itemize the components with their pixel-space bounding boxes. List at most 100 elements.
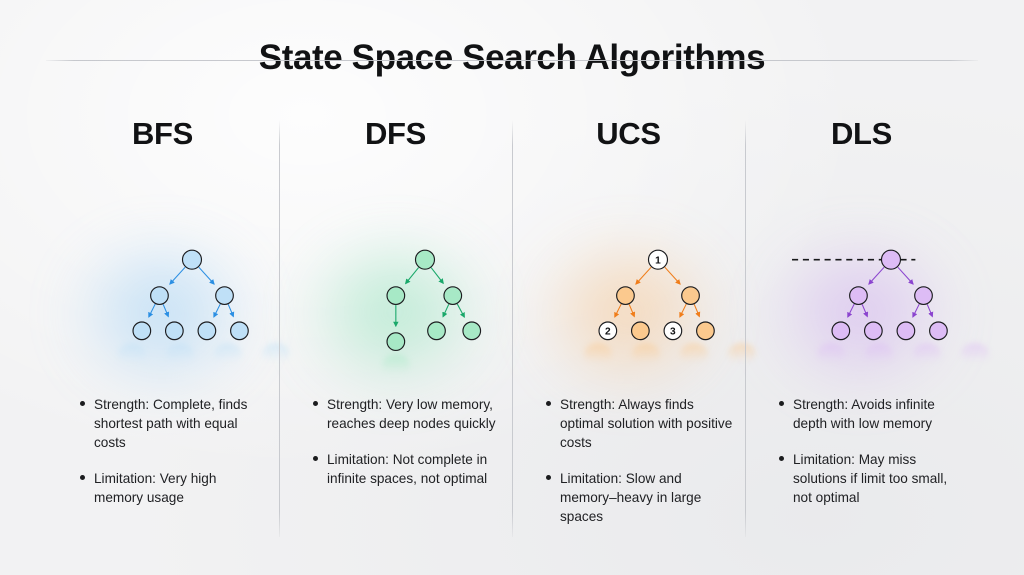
bullet-dot-icon xyxy=(546,475,551,480)
tree-edge xyxy=(148,303,156,318)
tree-node xyxy=(164,321,184,341)
bullet-dot-icon xyxy=(546,401,551,406)
algorithm-column-bfs: BFS Strength: Complete, finds shortest pa… xyxy=(46,112,290,537)
tree-node xyxy=(616,286,635,305)
tree-edge xyxy=(693,304,701,318)
bullet-dot-icon xyxy=(80,475,85,480)
column-header-bfs: BFS xyxy=(131,116,194,151)
bullet-list-bfs: Strength: Complete, finds shortest path … xyxy=(46,395,279,507)
algorithm-columns: BFS Strength: Complete, finds shortest pa… xyxy=(46,112,989,537)
tree-node-3: 3 xyxy=(663,321,683,341)
tree-svg xyxy=(792,249,948,341)
tree-svg xyxy=(132,249,249,341)
tree-edge xyxy=(861,304,869,318)
node-label: 3 xyxy=(670,327,676,338)
page-title: State Space Search Algorithms xyxy=(258,38,766,77)
bullet-dot-icon xyxy=(80,401,85,406)
list-item: Limitation: May miss solutions if limit … xyxy=(779,450,968,507)
bullet-dot-icon xyxy=(313,401,318,406)
bullet-text: Limitation: May miss solutions if limit … xyxy=(793,452,948,505)
tree-node xyxy=(414,249,436,270)
bullet-dot-icon xyxy=(779,401,784,406)
tree-edge xyxy=(628,304,636,318)
tree-edge xyxy=(198,266,215,285)
tree-edge xyxy=(868,266,885,285)
bullet-text: Strength: Very low memory, reaches deep … xyxy=(327,397,496,431)
bullet-dot-icon xyxy=(779,456,784,461)
tree-node xyxy=(880,249,902,270)
bullet-dot-icon xyxy=(313,456,318,461)
tree-edge xyxy=(926,304,934,318)
tree-node-2: 2 xyxy=(598,321,618,341)
list-item: Limitation: Slow and memory–heavy in lar… xyxy=(546,469,735,526)
column-header-dls: DLS xyxy=(830,116,893,151)
tree-node xyxy=(427,321,446,341)
bullet-text: Limitation: Not complete in infinite spa… xyxy=(327,452,488,486)
list-item: Strength: Complete, finds shortest path … xyxy=(80,395,269,452)
tree-node xyxy=(443,286,463,305)
header-divider-rule xyxy=(46,60,978,61)
node-label: 1 xyxy=(655,255,661,266)
bullet-text: Strength: Avoids infinite depth with low… xyxy=(793,397,935,431)
tree-node xyxy=(696,321,715,341)
tree-node xyxy=(197,321,217,341)
tree-svg: 1 2 3 xyxy=(598,249,715,341)
tree-node xyxy=(462,321,482,341)
tree-node xyxy=(914,286,933,305)
tree-node xyxy=(181,249,203,270)
column-header-dfs: DFS xyxy=(364,116,427,151)
bullet-text: Limitation: Very high memory usage xyxy=(94,471,217,505)
tree-edge xyxy=(442,303,450,318)
tree-edge xyxy=(847,303,855,318)
list-item: Strength: Always finds optimal solution … xyxy=(546,395,735,452)
tree-edge xyxy=(679,303,687,318)
tree-edge xyxy=(456,303,465,319)
tree-edge xyxy=(664,266,681,285)
tree-diagram-dfs xyxy=(279,162,512,400)
tree-edge xyxy=(614,303,622,318)
bullet-list-dfs: Strength: Very low memory, reaches deep … xyxy=(279,395,512,488)
tree-edge xyxy=(213,303,221,318)
tree-edge xyxy=(404,267,419,285)
tree-diagram-dls xyxy=(745,162,989,400)
tree-node xyxy=(215,286,234,305)
tree-node xyxy=(386,332,406,352)
bullet-text: Strength: Always finds optimal solution … xyxy=(560,397,733,450)
tree-edge xyxy=(430,267,444,285)
diagram-glow xyxy=(528,240,728,400)
tree-svg xyxy=(386,249,482,352)
list-item: Strength: Very low memory, reaches deep … xyxy=(313,395,502,433)
diagram-glow xyxy=(761,240,961,400)
tree-diagram-bfs xyxy=(46,162,290,400)
algorithm-column-dfs: DFS Strength: Very low memory, reaches de… xyxy=(279,112,512,537)
tree-node xyxy=(863,321,883,341)
list-item: Limitation: Not complete in infinite spa… xyxy=(313,450,502,488)
diagram-glow xyxy=(62,240,262,400)
tree-edge xyxy=(169,266,186,285)
bullet-list-ucs: Strength: Always finds optimal solution … xyxy=(512,395,745,526)
tree-edge xyxy=(897,266,914,285)
tree-edge xyxy=(227,304,235,318)
bullet-text: Strength: Complete, finds shortest path … xyxy=(94,397,248,450)
tree-node xyxy=(896,321,916,341)
tree-node-1: 1 xyxy=(647,249,669,270)
column-header-ucs: UCS xyxy=(596,116,661,151)
tree-diagram-ucs: 1 2 3 xyxy=(512,162,756,400)
list-item: Strength: Avoids infinite depth with low… xyxy=(779,395,968,433)
tree-edge xyxy=(912,303,920,318)
tree-node xyxy=(681,286,700,305)
tree-node xyxy=(386,286,406,305)
tree-node xyxy=(929,321,948,341)
tree-node xyxy=(849,286,868,305)
tree-edge xyxy=(635,266,652,285)
tree-node xyxy=(150,286,169,305)
tree-node xyxy=(630,321,650,341)
tree-node xyxy=(132,321,152,341)
algorithm-column-dls: DLS Strength: Avoids infinite depth with … xyxy=(745,112,989,537)
tree-edge xyxy=(162,304,170,318)
tree-node xyxy=(831,321,851,341)
list-item: Limitation: Very high memory usage xyxy=(80,469,269,507)
bullet-text: Limitation: Slow and memory–heavy in lar… xyxy=(560,471,702,524)
node-label: 2 xyxy=(605,327,611,338)
